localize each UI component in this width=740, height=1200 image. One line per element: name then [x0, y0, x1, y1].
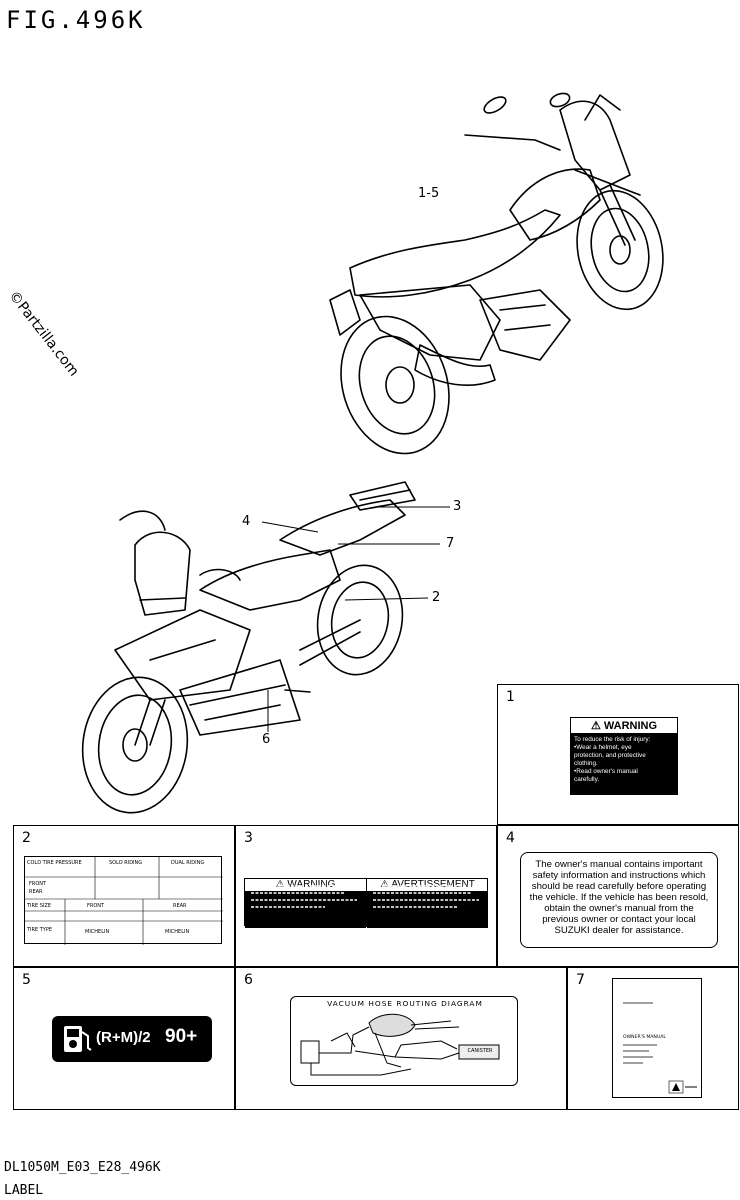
- cell-number-5: 5: [22, 972, 31, 988]
- owners-manual-notice-text: The owner's manual contains important sa…: [529, 859, 709, 936]
- tire-size-rear: REAR: [173, 903, 187, 909]
- warning-panel-en: ⚠ WARNING: [245, 879, 367, 928]
- warning-line: To reduce the risk of injury:: [574, 736, 651, 743]
- manual-cover-details: [623, 1002, 697, 1094]
- avertissement-text-block: [367, 885, 488, 928]
- avertissement-placeholder-lines: [373, 885, 479, 908]
- warning-label-1: ⚠ WARNING To reduce the risk of injury: …: [570, 717, 678, 795]
- tire-brand-front: MICHELIN: [85, 929, 110, 935]
- label-cell-6: 6 VACUUM HOSE ROUTING DIAGRAM: [235, 967, 567, 1110]
- figure-title: FIG.496K: [6, 6, 146, 34]
- warning-panel-text-block: [245, 885, 366, 928]
- cell-number-4: 4: [506, 830, 515, 846]
- callout-1-5: 1-5: [418, 186, 440, 201]
- cell-number-1: 1: [506, 689, 515, 705]
- hose-routing-schematic: [300, 1013, 500, 1076]
- callout-2: 2: [432, 590, 441, 605]
- canister-label: CANISTER: [467, 1048, 493, 1054]
- rear-row-label: REAR: [29, 889, 43, 895]
- footer-label: LABEL: [4, 1183, 44, 1198]
- fuel-octane-label: (R+M)/2 90+: [52, 1016, 212, 1062]
- vacuum-hose-title: VACUUM HOSE ROUTING DIAGRAM: [327, 999, 483, 1008]
- manual-title: OWNER'S MANUAL: [623, 1035, 666, 1040]
- callout-4: 4: [242, 514, 251, 529]
- tire-table-grid: [25, 857, 223, 945]
- bottom-motorcycle-drawing: [81, 481, 416, 814]
- warning-line: protection, and protective: [574, 752, 646, 759]
- octane-formula: (R+M)/2: [96, 1029, 151, 1046]
- label-cell-1: 1 ⚠ WARNING To reduce the risk of injury…: [497, 684, 739, 825]
- cell-number-6: 6: [244, 972, 253, 988]
- warning-body: To reduce the risk of injury: •Wear a he…: [571, 734, 677, 794]
- tire-pressure-label: COLD TIRE PRESSURE SOLO RIDING DUAL RIDI…: [24, 856, 223, 945]
- dual-riding-heading: DUAL RIDING: [171, 860, 205, 866]
- warning-line: carefully.: [574, 776, 600, 783]
- tire-brand-rear: MICHELIN: [165, 929, 190, 935]
- owners-manual-notice-label: The owner's manual contains important sa…: [520, 852, 718, 948]
- fuel-pump-icon: [64, 1026, 92, 1052]
- dual-warning-label: ⚠ WARNING ⚠: [244, 878, 488, 928]
- warning-line: clothing.: [574, 760, 598, 767]
- warning-triangle-icon: ⚠: [275, 879, 285, 890]
- tire-size-front: FRONT: [87, 903, 105, 909]
- label-cell-5: 5 (R+M)/2 90+: [13, 967, 235, 1110]
- leader-lines: [261, 506, 450, 732]
- callout-6: 6: [262, 732, 271, 747]
- solo-riding-heading: SOLO RIDING: [109, 860, 143, 866]
- warning-line: •Read owner's manual: [574, 768, 638, 775]
- octane-rating: 90+: [165, 1026, 198, 1047]
- label-cell-7: 7 OWNER'S MANUAL: [567, 967, 739, 1110]
- warning-triangle-icon: ⚠: [380, 879, 390, 890]
- warning-heading: WARNING: [603, 720, 658, 732]
- cell-number-3: 3: [244, 830, 253, 846]
- tire-size-label: TIRE SIZE: [27, 903, 51, 909]
- tire-type-label: TIRE TYPE: [27, 927, 53, 933]
- avertissement-heading: ⚠ AVERTISSEMENT: [367, 879, 488, 892]
- label-cell-3: 3 ⚠ WARNING: [235, 825, 497, 967]
- warning-heading-row: ⚠ WARNING: [571, 718, 677, 734]
- callout-3: 3: [453, 499, 462, 514]
- owners-manual-booklet: OWNER'S MANUAL: [612, 978, 702, 1098]
- cell-number-2: 2: [22, 830, 31, 846]
- footer-code: DL1050M_E03_E28_496K: [4, 1160, 161, 1175]
- top-motorcycle-drawing: [329, 92, 664, 455]
- callout-7: 7: [446, 536, 455, 551]
- vacuum-hose-label: VACUUM HOSE ROUTING DIAGRAM CANISTER: [290, 996, 518, 1086]
- warning-placeholder-lines: [251, 885, 357, 908]
- cold-tire-pressure-heading: COLD TIRE PRESSURE: [27, 860, 82, 866]
- warning-panel-heading: ⚠ WARNING: [245, 879, 366, 892]
- label-cell-4: 4 The owner's manual contains important …: [497, 825, 739, 967]
- cell-number-7: 7: [576, 972, 585, 988]
- label-cell-2: 2 COLD TIRE PRESSURE SOLO RIDING DUAL RI…: [13, 825, 235, 967]
- warning-triangle-icon: ⚠: [590, 720, 601, 732]
- front-row-label: FRONT: [29, 881, 47, 887]
- warning-panel-fr: ⚠ AVERTISSEMENT: [367, 879, 488, 928]
- warning-line: •Wear a helmet, eye: [574, 744, 632, 751]
